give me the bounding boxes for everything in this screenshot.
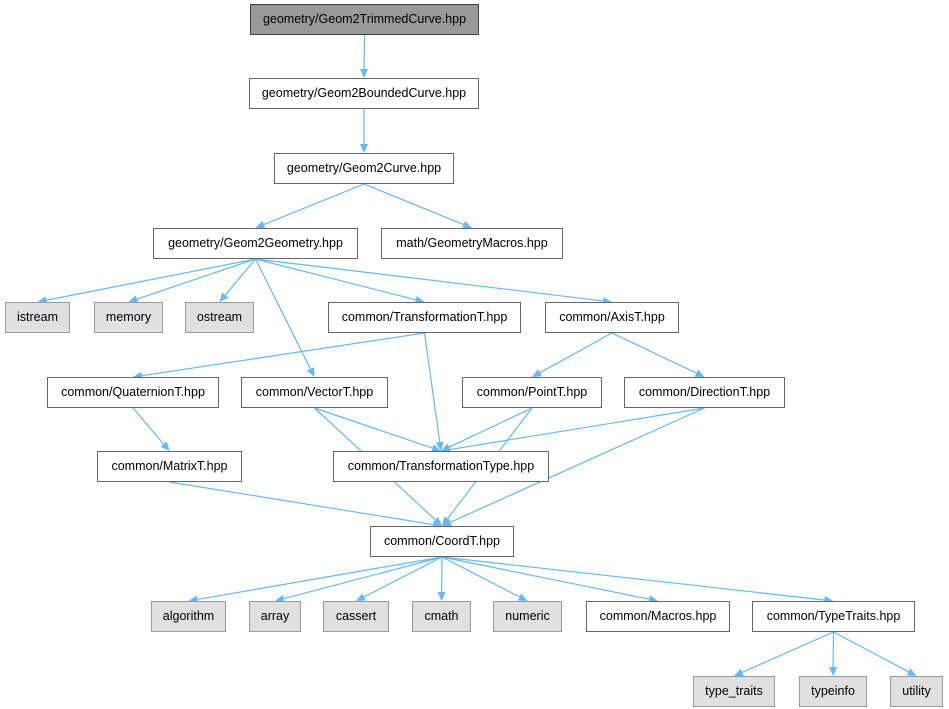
arrowhead-typetraits-to-utility: [906, 668, 917, 676]
arrowhead-geom2boundedcurve-to-geom2curve: [360, 144, 368, 153]
arrowhead-geom2trimmedcurve-to-geom2boundedcurve: [360, 68, 369, 78]
edge-typetraits-to-type_traits: [741, 631, 834, 673]
edge-coordt-to-numeric: [441, 556, 520, 598]
edge-geom2curve-to-geometrymacros: [363, 183, 464, 226]
arrowhead-coordt-to-cassert: [356, 593, 366, 601]
edge-coordt-to-macros: [441, 556, 650, 600]
node-algorithm: algorithm: [151, 601, 226, 632]
node-utility: utility: [890, 676, 943, 707]
edge-geom2geometry-to-axist: [255, 258, 604, 302]
arrowhead-axist-to-pointt: [532, 369, 542, 377]
arrowhead-coordt-to-numeric: [517, 593, 528, 601]
node-numeric: numeric: [493, 601, 562, 632]
edge-transformationt-to-transformationtype: [423, 332, 441, 443]
node-macros[interactable]: common/Macros.hpp: [586, 601, 730, 632]
node-pointt[interactable]: common/PointT.hpp: [462, 377, 602, 408]
edge-directiont-to-coordt: [449, 407, 705, 523]
edge-matrixt-to-coordt: [169, 481, 434, 526]
arrowhead-vectort-to-transformationtype: [431, 444, 441, 452]
node-matrixt[interactable]: common/MatrixT.hpp: [97, 451, 242, 482]
node-memory: memory: [94, 302, 163, 333]
node-cassert: cassert: [323, 601, 389, 632]
node-typetraits[interactable]: common/TypeTraits.hpp: [752, 601, 915, 632]
edge-coordt-to-algorithm: [197, 556, 443, 601]
edge-geom2geometry-to-memory: [136, 258, 256, 300]
node-geometrymacros[interactable]: math/GeometryMacros.hpp: [381, 228, 563, 259]
arrowhead-geom2geometry-to-ostream: [219, 292, 229, 302]
arrowhead-geom2geometry-to-vectort: [306, 367, 315, 377]
edge-quaterniont-to-matrixt: [132, 407, 165, 445]
node-axist[interactable]: common/AxisT.hpp: [545, 302, 679, 333]
arrowhead-directiont-to-coordt: [442, 518, 452, 526]
arrowhead-transformationt-to-transformationtype: [435, 441, 444, 451]
arrowhead-quaterniont-to-matrixt: [160, 441, 170, 451]
edge-geom2curve-to-geom2geometry: [263, 183, 365, 226]
edge-axist-to-pointt: [539, 332, 613, 374]
arrowhead-vectort-to-coordt: [432, 516, 442, 526]
edge-pointt-to-transformationtype: [448, 407, 533, 448]
edge-geom2geometry-to-istream: [46, 258, 256, 301]
arrowhead-typetraits-to-type_traits: [734, 668, 744, 677]
arrowhead-axist-to-directiont: [694, 369, 705, 377]
edge-geom2geometry-to-ostream: [224, 258, 256, 296]
arrowhead-geom2curve-to-geom2geometry: [255, 220, 266, 229]
node-geom2boundedcurve[interactable]: geometry/Geom2BoundedCurve.hpp: [249, 78, 479, 109]
edge-coordt-to-cassert: [363, 556, 443, 598]
node-type-traits: type_traits: [693, 676, 775, 707]
node-transformationt[interactable]: common/TransformationT.hpp: [328, 302, 521, 333]
edge-vectort-to-transformationtype: [314, 407, 433, 449]
node-vectort[interactable]: common/VectorT.hpp: [241, 377, 388, 408]
node-coordt[interactable]: common/CoordT.hpp: [370, 526, 514, 557]
node-geom2curve[interactable]: geometry/Geom2Curve.hpp: [274, 153, 454, 184]
edge-transformationt-to-quaterniont: [141, 332, 425, 377]
node-geom2trimmedcurve: geometry/Geom2TrimmedCurve.hpp: [250, 4, 479, 35]
node-istream: istream: [5, 302, 70, 333]
arrowhead-coordt-to-array: [275, 594, 285, 603]
node-ostream: ostream: [185, 302, 254, 333]
arrowhead-coordt-to-cmath: [437, 591, 446, 601]
arrowhead-geom2geometry-to-transformationt: [414, 295, 425, 304]
edge-geom2geometry-to-vectort: [254, 258, 312, 370]
arrowhead-geom2geometry-to-memory: [128, 295, 139, 303]
arrowhead-typetraits-to-typeinfo: [829, 666, 838, 676]
node-geom2geometry[interactable]: geometry/Geom2Geometry.hpp: [153, 228, 358, 259]
node-transformationtype[interactable]: common/TransformationType.hpp: [333, 451, 549, 482]
node-array: array: [249, 601, 301, 632]
edge-directiont-to-transformationtype: [449, 407, 705, 451]
node-cmath: cmath: [412, 601, 471, 632]
edge-typetraits-to-utility: [833, 631, 909, 673]
node-directiont[interactable]: common/DirectionT.hpp: [624, 377, 785, 408]
edge-coordt-to-array: [283, 556, 443, 600]
edge-coordt-to-typetraits: [441, 556, 825, 601]
arrowhead-geom2curve-to-geometrymacros: [462, 220, 472, 229]
node-typeinfo: typeinfo: [799, 676, 867, 707]
edge-geom2geometry-to-transformationt: [255, 258, 416, 301]
node-quaterniont[interactable]: common/QuaternionT.hpp: [47, 377, 219, 408]
edge-axist-to-directiont: [611, 332, 697, 374]
